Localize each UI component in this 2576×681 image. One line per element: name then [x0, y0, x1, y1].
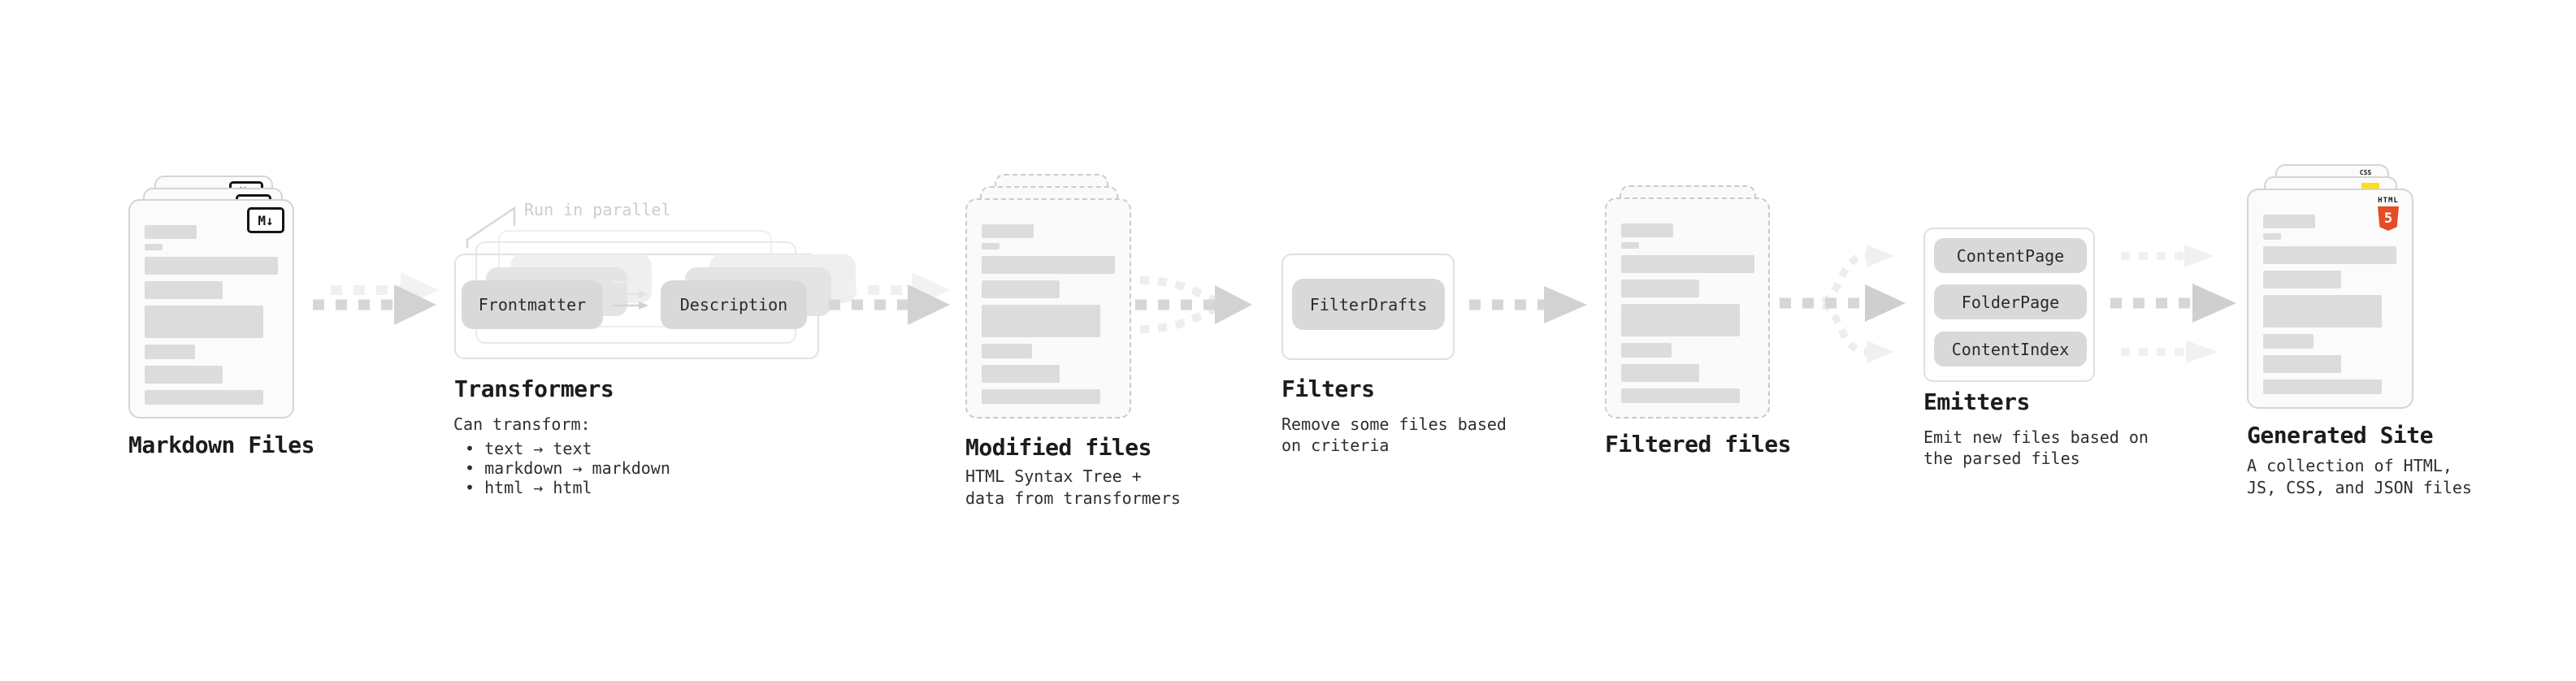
text-line-placeholder	[145, 390, 263, 405]
modified-desc-line: data from transformers	[965, 488, 1181, 508]
text-line-placeholder	[1621, 280, 1699, 297]
text-line-placeholder	[2263, 271, 2341, 288]
text-line-placeholder	[145, 345, 195, 359]
text-line-placeholder	[145, 366, 223, 384]
markdown-icon: M↓	[247, 207, 284, 233]
folderpage-pill: FolderPage	[1934, 284, 2087, 319]
text-line-placeholder	[145, 281, 223, 299]
text-line-placeholder	[2263, 215, 2315, 228]
transformers-desc-heading: Can transform:	[453, 414, 591, 434]
text-line-placeholder	[2263, 355, 2341, 373]
text-line-placeholder	[1621, 304, 1740, 336]
text-line-placeholder	[982, 305, 1100, 337]
generated-desc-line: A collection of HTML,	[2247, 456, 2452, 475]
arrow-filtered-to-emitters-icon	[1780, 245, 1906, 363]
text-line-placeholder	[1621, 255, 1754, 273]
transformers-bullet: • html → html	[465, 478, 592, 497]
text-line-placeholder	[982, 243, 1000, 249]
filtered-file-front	[1605, 197, 1770, 419]
text-line-placeholder	[982, 280, 1060, 298]
contentindex-pill: ContentIndex	[1934, 332, 2087, 367]
text-line-placeholder	[1621, 343, 1672, 358]
arrow-filters-to-filtered-icon	[1469, 286, 1587, 323]
markdown-file-front: M↓	[128, 199, 294, 419]
stage-title-modified-files: Modified files	[965, 434, 1152, 461]
arrow-transformers-to-modified-icon	[829, 272, 950, 325]
generated-desc-line: JS, CSS, and JSON files	[2247, 478, 2472, 497]
arrow-modified-to-filters-icon	[1135, 276, 1252, 333]
text-line-placeholder	[982, 224, 1034, 238]
text-line-placeholder	[2263, 334, 2314, 349]
text-line-placeholder	[1621, 364, 1699, 382]
text-line-placeholder	[982, 389, 1100, 404]
transformers-bullet: • markdown → markdown	[465, 458, 670, 478]
emitters-desc-line: the parsed files	[1923, 449, 2080, 468]
stage-title-emitters: Emitters	[1923, 388, 2030, 415]
text-line-placeholder	[982, 256, 1115, 274]
text-line-placeholder	[145, 257, 278, 275]
text-line-placeholder	[145, 244, 163, 250]
html5-icon: HTML 5	[2374, 197, 2402, 231]
text-line-placeholder	[145, 225, 197, 239]
modified-file-front	[965, 198, 1131, 419]
transformers-bullet: • text → text	[465, 439, 592, 458]
text-line-placeholder	[982, 365, 1060, 383]
run-in-parallel-note: Run in parallel	[524, 200, 671, 219]
filters-desc-line: Remove some files based	[1281, 414, 1507, 434]
text-line-placeholder	[2263, 233, 2281, 240]
stage-title-markdown-files: Markdown Files	[128, 432, 315, 458]
text-line-placeholder	[1621, 388, 1740, 403]
generated-file-html: HTML 5	[2247, 189, 2413, 409]
modified-desc-line: HTML Syntax Tree +	[965, 466, 1142, 486]
arrow-emitters-to-generated-icon	[2110, 245, 2236, 363]
pill-chain-arrows-icon	[613, 278, 648, 310]
emitters-desc-line: Emit new files based on	[1923, 427, 2149, 447]
text-line-placeholder	[145, 306, 263, 338]
filterdrafts-pill: FilterDrafts	[1292, 279, 1445, 330]
text-line-placeholder	[2263, 295, 2382, 327]
filters-desc-line: on criteria	[1281, 436, 1390, 455]
stage-title-filters: Filters	[1281, 375, 1375, 402]
stage-title-transformers: Transformers	[454, 375, 614, 402]
run-in-parallel-leader-line	[466, 206, 516, 248]
description-pill: Description	[661, 280, 807, 329]
text-line-placeholder	[982, 344, 1032, 358]
text-line-placeholder	[2263, 246, 2396, 264]
stage-title-generated-site: Generated Site	[2247, 422, 2434, 449]
text-line-placeholder	[1621, 223, 1673, 237]
text-line-placeholder	[2263, 380, 2382, 394]
text-line-placeholder	[1621, 242, 1639, 249]
contentpage-pill: ContentPage	[1934, 238, 2087, 273]
frontmatter-pill: Frontmatter	[462, 280, 603, 329]
stage-title-filtered-files: Filtered files	[1605, 431, 1792, 458]
arrow-markdown-to-transformers-icon	[313, 272, 439, 325]
